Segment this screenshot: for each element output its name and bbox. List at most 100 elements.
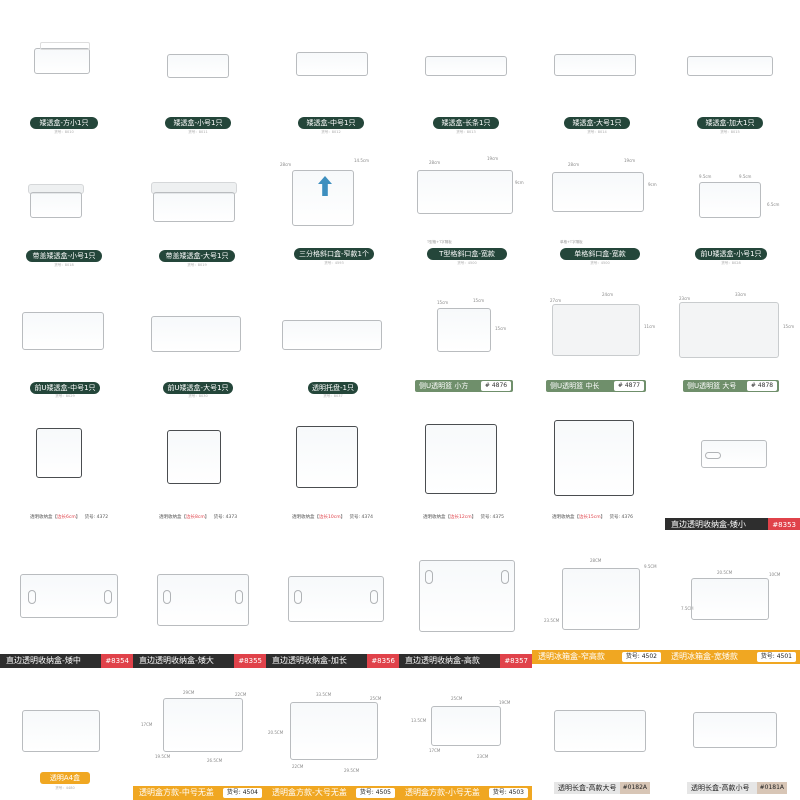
- product-cell[interactable]: 直边透明收纳盒-矮中 #8354: [0, 530, 133, 670]
- product-name: 侧U透明篮 小方: [419, 382, 469, 390]
- dimension-label: 17CM: [429, 748, 441, 753]
- product-code: 货号: 4376: [609, 515, 633, 520]
- dimension-label: 23CM: [477, 754, 489, 759]
- product-cell[interactable]: 透明长盒-高款大号 #0182A: [532, 670, 665, 800]
- product-cell[interactable]: 矮透盒-加大1只 货号：8015: [665, 0, 800, 140]
- product-cell[interactable]: 透明长盒-高款小号 #0181A: [665, 670, 800, 800]
- product-code: 货号：4500: [590, 261, 610, 265]
- product-cell[interactable]: 直边透明收纳盒-高款 #8357: [399, 530, 532, 670]
- handle-icon: [104, 590, 112, 604]
- dimension-label: 28cm: [280, 162, 292, 167]
- product-cell[interactable]: 矮透盒-大号1只 货号：8014: [532, 0, 665, 140]
- product-label: 透明冰箱盒-窄高款 货号: 4502: [532, 650, 665, 664]
- dimension-label: 27cm: [550, 298, 562, 303]
- product-label: 侧U透明篮 大号 # 4878: [683, 380, 779, 392]
- product-image: [562, 568, 640, 630]
- product-label: 侧U透明篮 中长 # 4877: [546, 380, 646, 392]
- handle-icon: [705, 452, 721, 459]
- product-image: [425, 424, 497, 494]
- product-cell[interactable]: 透明A4盒 货号：4480: [0, 670, 133, 800]
- product-code: 货号：8030: [188, 394, 208, 398]
- product-code: 货号: 4501: [756, 652, 796, 662]
- dimension-label: 19cm: [487, 156, 499, 161]
- product-cell[interactable]: 带盖矮透盒-小号1只 货号：8018: [0, 140, 133, 280]
- product-cell[interactable]: 直边透明收纳盒-加长 #8356: [266, 530, 399, 670]
- product-code: 货号: 4375: [480, 515, 504, 520]
- product-code: 货号: 4505: [355, 788, 395, 798]
- handle-icon: [425, 570, 433, 584]
- product-cell[interactable]: 20.5CM 10CM 7.5CM 透明冰箱盒-宽矮款 货号: 4501: [665, 530, 800, 670]
- product-label: 矮透盒-大号1只: [564, 117, 630, 129]
- product-cell[interactable]: 透明收纳盒【边长12cm】 货号: 4375: [399, 400, 532, 530]
- product-code: 货号：8015: [720, 130, 740, 134]
- handle-icon: [235, 590, 243, 604]
- product-image: [554, 54, 636, 76]
- dimension-label: 25CM: [370, 696, 382, 701]
- product-code: # 4877: [614, 381, 644, 391]
- product-label: T型格斜口盒-宽款: [427, 248, 507, 260]
- product-cell[interactable]: 透明收纳盒【边长6cm】 货号: 4372: [0, 400, 133, 530]
- product-label: 直边透明收纳盒-加长 #8356: [266, 654, 399, 668]
- product-code: 货号：8011: [188, 130, 208, 134]
- dimension-label: 14.5cm: [354, 158, 370, 163]
- product-code: #8353: [768, 518, 800, 530]
- dimension-label: 19cm: [624, 158, 636, 163]
- dimension-label: 15cm: [473, 298, 485, 303]
- product-image: [296, 426, 358, 488]
- product-image: [437, 308, 491, 352]
- product-image: [425, 56, 507, 76]
- product-image: [296, 52, 368, 76]
- dimension-label: 28CM: [590, 558, 602, 563]
- product-label: 透明盒方款-中号无盖 货号: 4504: [133, 786, 266, 800]
- product-cell[interactable]: 矮透盒-长条1只 货号：8013: [399, 0, 532, 140]
- dimension-label: 23cm: [679, 296, 691, 301]
- product-caption: 透明收纳盒【边长8cm】 货号: 4373: [159, 515, 238, 520]
- product-cell[interactable]: 28CM 9.5CM 23.5CM 透明冰箱盒-窄高款 货号: 4502: [532, 530, 665, 670]
- product-image: [431, 706, 501, 746]
- product-label: 透明A4盒: [40, 772, 90, 784]
- product-code: 货号: 4372: [84, 515, 109, 520]
- dimension-label: 10CM: [769, 572, 781, 577]
- product-code: #0182A: [619, 782, 650, 794]
- product-cell[interactable]: 28cm 14.5cm 三分格斜口盒-窄款1个 货号：4593: [266, 140, 399, 280]
- product-label: 三分格斜口盒-窄款1个: [294, 248, 374, 260]
- product-cell[interactable]: 28cm 19cm 9cm 单格+T字隔板 单格斜口盒-宽款 货号：4500: [532, 140, 665, 280]
- product-caption: 透明收纳盒【边长12cm】 货号: 4375: [423, 515, 504, 520]
- dimension-label: 23.5CM: [544, 618, 560, 623]
- product-cell[interactable]: 25CM 19CM 13.5CM 17CM 23CM 透明盒方款-小号无盖 货号…: [399, 670, 532, 800]
- product-cell[interactable]: 透明收纳盒【边长8cm】 货号: 4373: [133, 400, 266, 530]
- product-image: [552, 172, 644, 212]
- product-cell[interactable]: 23cm 33cm 15cm 侧U透明篮 大号 # 4878: [665, 280, 800, 400]
- product-cell[interactable]: 29CM 22CM 17CM 19.5CM 26.5CM 透明盒方款-中号无盖 …: [133, 670, 266, 800]
- product-image: [167, 54, 229, 78]
- product-image: [554, 420, 634, 496]
- product-cell[interactable]: 透明收纳盒【边长10cm】 货号: 4374: [266, 400, 399, 530]
- product-code: 货号: 4502: [621, 652, 661, 662]
- product-cell[interactable]: 28cm 19cm 9cm T型格+T字隔板 T型格斜口盒-宽款 货号：4500: [399, 140, 532, 280]
- product-cell[interactable]: 27cm 24cm 11cm 侧U透明篮 中长 # 4877: [532, 280, 665, 400]
- product-cell[interactable]: 直边透明收纳盒-矮大 #8355: [133, 530, 266, 670]
- product-code: 货号：8028: [721, 261, 741, 265]
- product-image: [552, 304, 640, 356]
- dimension-label: 7.5CM: [681, 606, 694, 611]
- product-cell[interactable]: 33.5CM 25CM 20.5CM 22CM 29.5CM 透明盒方款-大号无…: [266, 670, 399, 800]
- product-label: 矮透盒-加大1只: [697, 117, 763, 129]
- product-cell[interactable]: 带盖矮透盒-大号1只 货号：8019: [133, 140, 266, 280]
- product-cell[interactable]: 直边透明收纳盒-矮小 #8353: [665, 400, 800, 530]
- product-label: 侧U透明篮 小方 # 4876: [415, 380, 513, 392]
- product-cell[interactable]: 矮透盒-中号1只 货号：8012: [266, 0, 399, 140]
- product-cell[interactable]: 矮透盒-方小1只 货号：8010: [0, 0, 133, 140]
- product-cell[interactable]: 矮透盒-小号1只 货号：8011: [133, 0, 266, 140]
- product-cell[interactable]: 前U矮透盒-大号1只 货号：8030: [133, 280, 266, 400]
- dimension-label: 15cm: [495, 326, 507, 331]
- product-note: T型格+T字隔板: [427, 240, 452, 244]
- product-cell[interactable]: 透明收纳盒【边长15cm】 货号: 4376: [532, 400, 665, 530]
- product-cell[interactable]: 透明托盘-1只 货号：8037: [266, 280, 399, 400]
- product-cell[interactable]: 15cm 15cm 15cm 侧U透明篮 小方 # 4876: [399, 280, 532, 400]
- product-code: 货号: 4504: [222, 788, 262, 798]
- product-code: 货号：8029: [55, 394, 75, 398]
- product-label: 带盖矮透盒-大号1只: [159, 250, 235, 262]
- product-image: [693, 712, 777, 748]
- product-cell[interactable]: 前U矮透盒-中号1只 货号：8029: [0, 280, 133, 400]
- product-cell[interactable]: 9.5cm 9.5cm 6.5cm 前U矮透盒-小号1只 货号：8028: [665, 140, 800, 280]
